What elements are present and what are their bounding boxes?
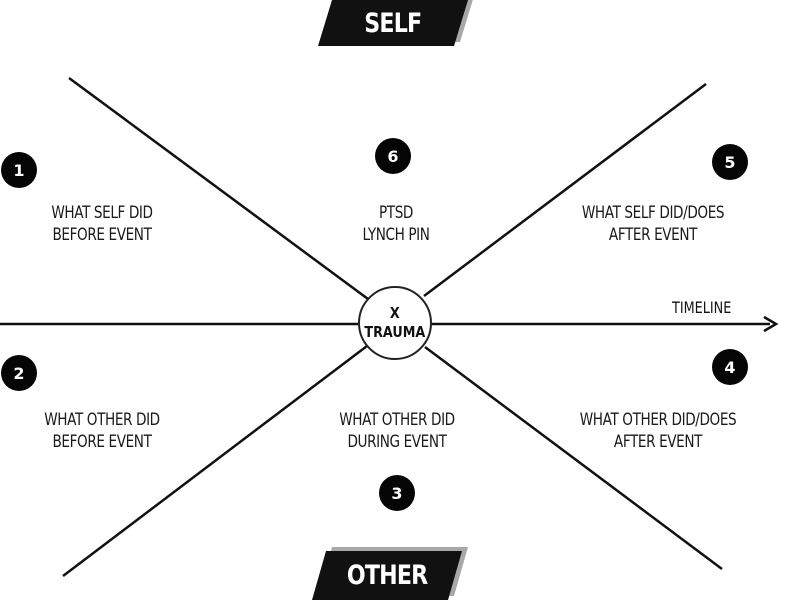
quadrant-3-label-line1: WHAT OTHER DID xyxy=(339,410,455,430)
quadrant-5-label-line2: AFTER EVENT xyxy=(608,225,698,245)
quadrant-5-number: 5 xyxy=(712,144,748,180)
quadrant-4-label-line1: WHAT OTHER DID/DOES xyxy=(579,410,737,430)
diagonal-line-top-left xyxy=(68,76,369,301)
quadrant-1-label-line1: WHAT SELF DID xyxy=(51,203,153,223)
trauma-center-node: X TRAUMA xyxy=(358,286,432,360)
timeline-label: TIMELINE xyxy=(672,298,732,317)
diagonal-line-bottom-left xyxy=(62,345,368,577)
quadrant-3-label-line2: DURING EVENT xyxy=(347,432,447,452)
quadrant-1-number: 1 xyxy=(1,152,37,188)
center-label-line2: TRAUMA xyxy=(364,323,426,341)
quadrant-5-label: WHAT SELF DID/DOES AFTER EVENT xyxy=(573,202,733,246)
quadrant-2-label-line1: WHAT OTHER DID xyxy=(44,410,160,430)
quadrant-6-number: 6 xyxy=(375,138,411,174)
timeline-arrowhead xyxy=(763,315,779,333)
quadrant-6-label-line1: PTSD xyxy=(378,203,414,223)
center-label-line1: X xyxy=(390,304,400,322)
quadrant-4-label: WHAT OTHER DID/DOES AFTER EVENT xyxy=(578,409,738,453)
diagonal-line-bottom-right xyxy=(424,345,723,571)
other-banner-text: OTHER xyxy=(346,560,428,591)
quadrant-1-label: WHAT SELF DID BEFORE EVENT xyxy=(22,202,182,246)
self-banner: SELF xyxy=(318,0,468,46)
quadrant-3-label: WHAT OTHER DID DURING EVENT xyxy=(317,409,477,453)
quadrant-2-label-line2: BEFORE EVENT xyxy=(52,432,152,452)
quadrant-2-label: WHAT OTHER DID BEFORE EVENT xyxy=(22,409,182,453)
quadrant-4-number: 4 xyxy=(712,349,748,385)
quadrant-6-label-line2: LYNCH PIN xyxy=(362,225,430,245)
quadrant-2-number: 2 xyxy=(1,355,37,391)
quadrant-3-number: 3 xyxy=(379,475,415,511)
diagonal-line-top-right xyxy=(423,83,707,297)
self-banner-text: SELF xyxy=(364,7,422,39)
quadrant-6-label: PTSD LYNCH PIN xyxy=(316,202,476,246)
quadrant-5-label-line1: WHAT SELF DID/DOES xyxy=(581,203,725,223)
quadrant-4-label-line2: AFTER EVENT xyxy=(613,432,703,452)
other-banner-shape xyxy=(312,551,462,600)
other-banner: OTHER xyxy=(312,551,462,600)
self-banner-shape xyxy=(318,0,468,46)
quadrant-1-label-line2: BEFORE EVENT xyxy=(52,225,152,245)
